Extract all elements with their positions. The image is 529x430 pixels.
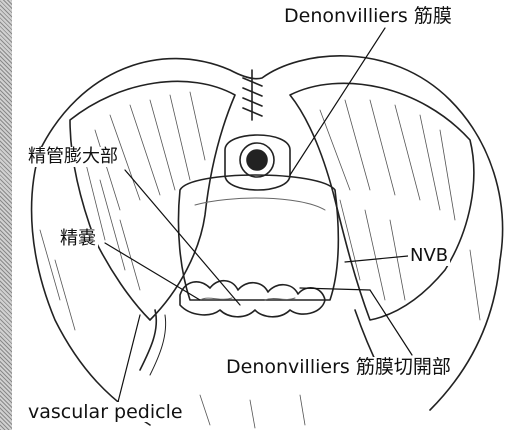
left-band: [70, 81, 235, 320]
label-denonvilliers-fascia: Denonvilliers 筋膜: [282, 6, 454, 26]
fascia-window: [178, 175, 338, 300]
label-vascular-pedicle: vascular pedicle: [26, 402, 185, 422]
seminal-vesicle-lobes: [180, 281, 325, 317]
label-denonvilliers-incision: Denonvilliers 筋膜切開部: [224, 357, 453, 377]
label-nvb: NVB: [408, 246, 450, 266]
label-seminal-vesicle: 精嚢: [58, 229, 98, 249]
right-outer-contour: [430, 260, 500, 410]
label-seminal-ampulla: 精管膨大部: [26, 147, 120, 167]
left-outer-contour: [32, 150, 150, 425]
